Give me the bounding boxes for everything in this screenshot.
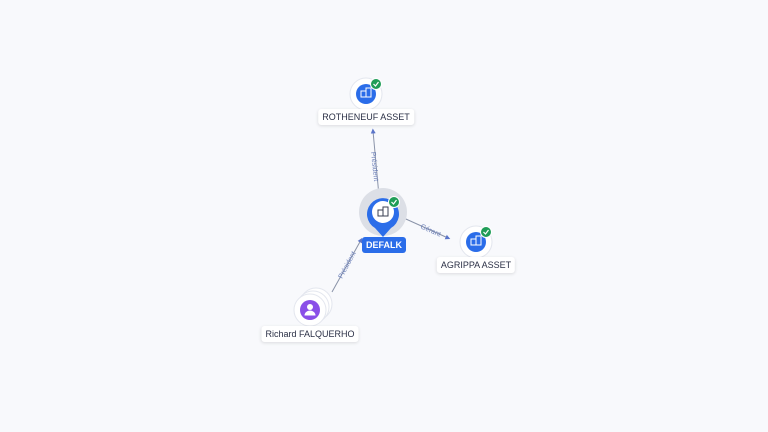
node-rotheneuf-asset[interactable] xyxy=(349,77,383,111)
node-label-agrippa-asset[interactable]: AGRIPPA ASSET xyxy=(436,257,516,273)
edge-person-center: Président xyxy=(331,237,363,293)
node-label-richard-falquerho[interactable]: Richard FALQUERHO xyxy=(261,326,359,342)
verified-check-icon xyxy=(370,78,382,90)
building-icon xyxy=(360,87,372,98)
verified-check-icon xyxy=(388,196,400,208)
node-label-defalk[interactable]: DEFALK xyxy=(362,237,406,253)
node-defalk[interactable] xyxy=(359,188,407,237)
edge-label-president-top: Président xyxy=(369,151,379,181)
edge-label-president-person: Président xyxy=(338,250,358,279)
edge-center-top: Président xyxy=(369,128,380,197)
edge-label-gerant: Gérant xyxy=(419,223,441,238)
person-icon xyxy=(304,304,316,316)
node-label-rotheneuf-asset[interactable]: ROTHENEUF ASSET xyxy=(318,109,414,125)
node-agrippa-asset[interactable] xyxy=(459,225,493,259)
node-richard-falquerho[interactable] xyxy=(293,287,333,327)
building-icon xyxy=(470,235,482,246)
verified-check-icon xyxy=(480,226,492,238)
building-icon xyxy=(377,206,389,217)
